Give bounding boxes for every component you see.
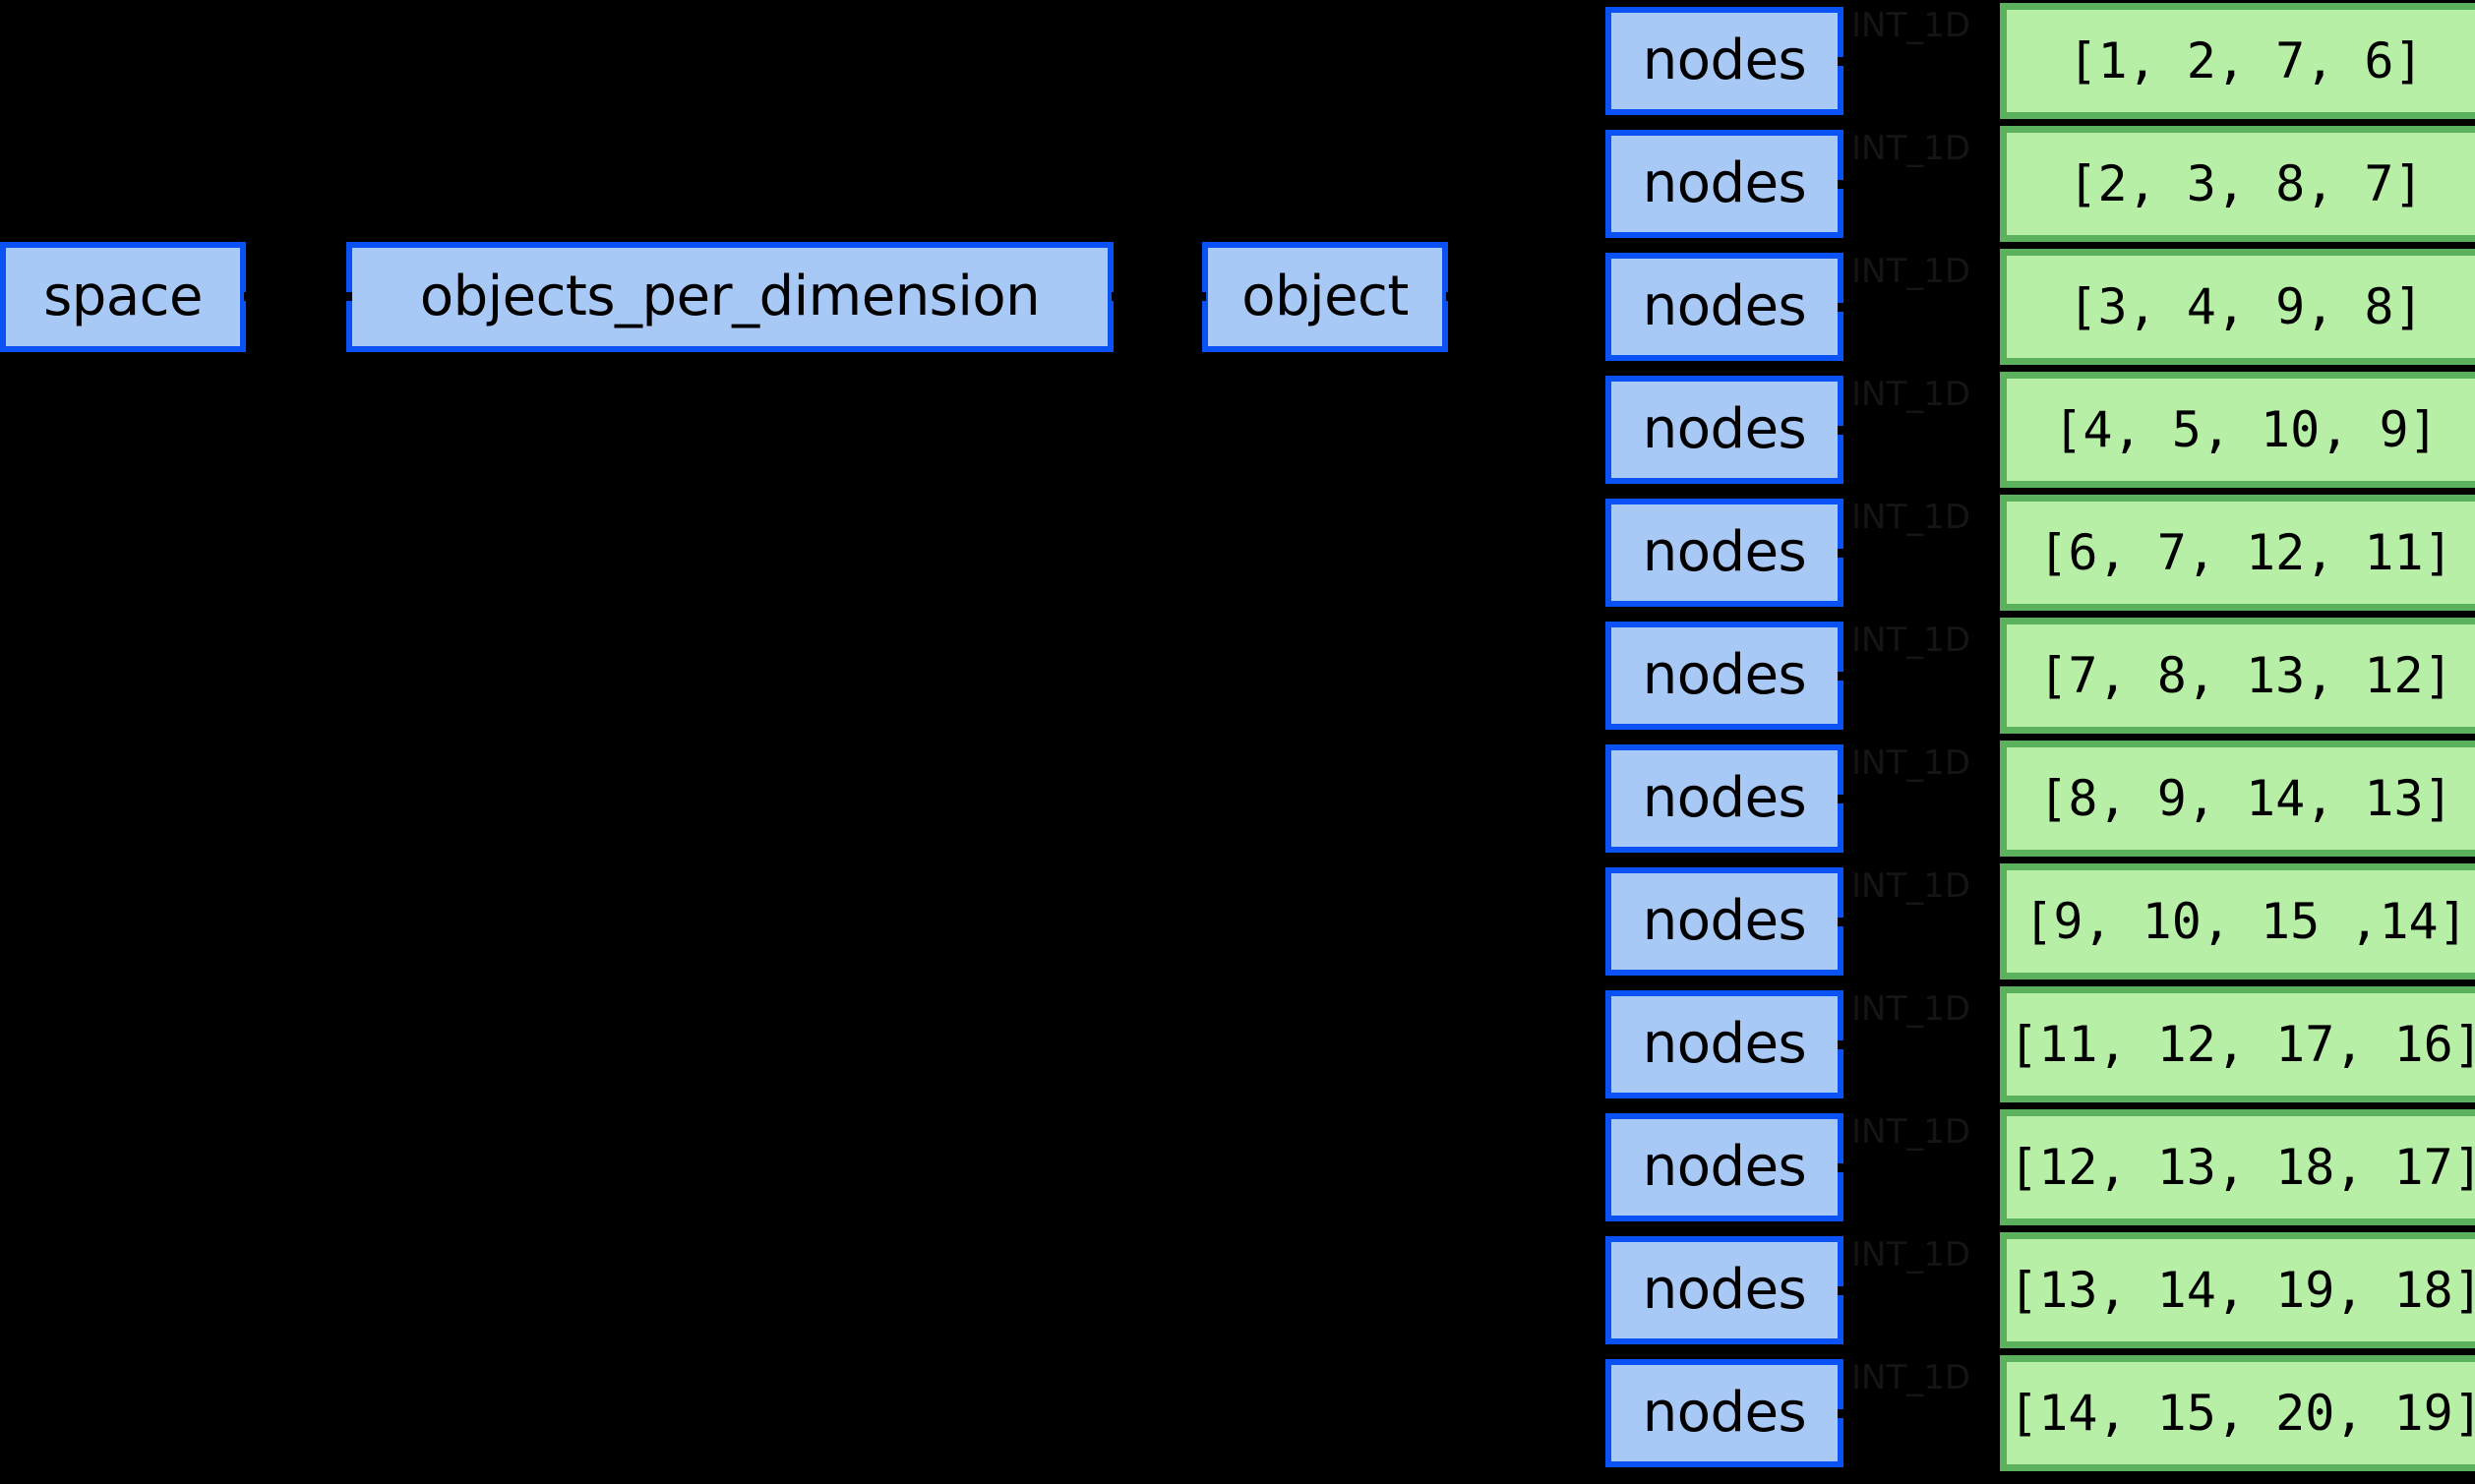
node-nodes[interactable]: nodes xyxy=(1605,130,1843,238)
edge-stub-nodes-right xyxy=(1838,1040,1851,1049)
edge-stub-nodes-left xyxy=(1596,548,1605,558)
edge-stub-nodes-right xyxy=(1838,672,1851,681)
edge-type-label: INT_1D xyxy=(1851,252,1971,291)
node-nodes-label: nodes xyxy=(1642,1258,1807,1322)
node-nodes-label: nodes xyxy=(1642,29,1807,92)
edge-stub-nodes-right xyxy=(1838,303,1851,312)
edge-stub-nodes-left xyxy=(1596,794,1605,803)
value-box[interactable]: [1, 2, 7, 6] xyxy=(2000,3,2475,119)
edge-stub-nodes-left xyxy=(1596,1408,1605,1418)
node-nodes-label: nodes xyxy=(1642,274,1807,338)
edge-type-label: INT_1D xyxy=(1851,375,1971,414)
edge-type-label: INT_1D xyxy=(1851,6,1971,45)
node-nodes-label: nodes xyxy=(1642,520,1807,584)
value-box[interactable]: [13, 14, 19, 18] xyxy=(2000,1232,2475,1348)
value-box-label: [13, 14, 19, 18] xyxy=(2009,1262,2475,1319)
value-box-label: [6, 7, 12, 11] xyxy=(2038,524,2453,581)
edge-stub-nodes-right xyxy=(1838,57,1851,66)
node-nodes[interactable]: nodes xyxy=(1605,376,1843,484)
node-objects-per-dimension[interactable]: objects_per_dimension xyxy=(346,242,1114,352)
node-nodes-label: nodes xyxy=(1642,397,1807,461)
value-box[interactable]: [4, 5, 10, 9] xyxy=(2000,372,2475,488)
value-box-label: [7, 8, 13, 12] xyxy=(2038,647,2453,704)
node-nodes[interactable]: nodes xyxy=(1605,1359,1843,1467)
edge-stub-nodes-left xyxy=(1596,671,1605,681)
node-nodes[interactable]: nodes xyxy=(1605,622,1843,730)
value-box-label: [12, 13, 18, 17] xyxy=(2009,1139,2475,1196)
value-box-label: [8, 9, 14, 13] xyxy=(2038,770,2453,827)
value-box[interactable]: [14, 15, 20, 19] xyxy=(2000,1355,2475,1471)
node-nodes[interactable]: nodes xyxy=(1605,253,1843,361)
edge-type-label: INT_1D xyxy=(1851,1358,1971,1397)
edge-stub-nodes-right xyxy=(1838,1163,1851,1172)
edge-stub-nodes-right xyxy=(1838,795,1851,803)
edge-stub-nodes-left xyxy=(1596,1162,1605,1172)
value-box-label: [9, 10, 15 ,14] xyxy=(2023,893,2468,950)
value-box[interactable]: [9, 10, 15 ,14] xyxy=(2000,863,2475,979)
node-nodes-label: nodes xyxy=(1642,151,1807,215)
node-nodes-label: nodes xyxy=(1642,1135,1807,1199)
edge-type-label: INT_1D xyxy=(1851,989,1971,1029)
node-nodes-label: nodes xyxy=(1642,1012,1807,1076)
edge-stub-nodes-right xyxy=(1838,180,1851,189)
value-box-label: [11, 12, 17, 16] xyxy=(2009,1016,2475,1073)
edge-type-label: INT_1D xyxy=(1851,621,1971,660)
edge-stub-space-right xyxy=(244,292,258,301)
edge-type-label: INT_1D xyxy=(1851,129,1971,168)
node-nodes[interactable]: nodes xyxy=(1605,990,1843,1098)
value-box[interactable]: [12, 13, 18, 17] xyxy=(2000,1109,2475,1225)
node-space[interactable]: space xyxy=(0,242,246,352)
edge-stub-nodes-left xyxy=(1596,302,1605,312)
edge-stub-nodes-right xyxy=(1838,1409,1851,1418)
value-box-label: [1, 2, 7, 6] xyxy=(2068,32,2424,89)
value-box-label: [2, 3, 8, 7] xyxy=(2068,155,2424,212)
node-object[interactable]: object xyxy=(1202,242,1448,352)
value-box-label: [14, 15, 20, 19] xyxy=(2009,1385,2475,1442)
edge-stub-nodes-right xyxy=(1838,918,1851,926)
edge-stub-nodes-right xyxy=(1838,549,1851,558)
edge-stub-nodes-left xyxy=(1596,1039,1605,1049)
edge-stub-nodes-left xyxy=(1596,179,1605,189)
node-nodes-label: nodes xyxy=(1642,889,1807,953)
edge-stub-nodes-left xyxy=(1596,917,1605,926)
edge-stub-nodes-left xyxy=(1596,1285,1605,1295)
edge-type-label: INT_1D xyxy=(1851,1235,1971,1275)
value-box[interactable]: [11, 12, 17, 16] xyxy=(2000,986,2475,1102)
value-box[interactable]: [6, 7, 12, 11] xyxy=(2000,495,2475,611)
edge-stub-nodes-right xyxy=(1838,1286,1851,1295)
value-box-label: [3, 4, 9, 8] xyxy=(2068,278,2424,335)
edge-stub-nodes-left xyxy=(1596,425,1605,435)
edge-stub-nodes-right xyxy=(1838,426,1851,435)
edge-stub-nodes-left xyxy=(1596,56,1605,66)
edge-type-label: INT_1D xyxy=(1851,866,1971,906)
node-nodes-label: nodes xyxy=(1642,766,1807,830)
edge-stub-objects-per-dimension-left xyxy=(338,292,352,301)
value-box-label: [4, 5, 10, 9] xyxy=(2053,401,2439,458)
node-nodes[interactable]: nodes xyxy=(1605,1113,1843,1221)
node-nodes-label: nodes xyxy=(1642,1381,1807,1445)
node-objects-per-dimension-label: objects_per_dimension xyxy=(419,265,1041,328)
node-nodes[interactable]: nodes xyxy=(1605,1236,1843,1344)
edge-stub-objects-per-dimension-right xyxy=(1112,292,1125,301)
edge-type-label: INT_1D xyxy=(1851,743,1971,783)
edge-stub-object-left xyxy=(1192,292,1206,301)
node-space-label: space xyxy=(43,265,203,328)
edge-stub-object-right xyxy=(1446,292,1460,301)
node-nodes[interactable]: nodes xyxy=(1605,499,1843,607)
value-box[interactable]: [7, 8, 13, 12] xyxy=(2000,618,2475,734)
node-nodes[interactable]: nodes xyxy=(1605,7,1843,115)
edge-type-label: INT_1D xyxy=(1851,1112,1971,1152)
node-nodes[interactable]: nodes xyxy=(1605,744,1843,853)
node-nodes[interactable]: nodes xyxy=(1605,867,1843,976)
value-box[interactable]: [2, 3, 8, 7] xyxy=(2000,126,2475,242)
value-box[interactable]: [8, 9, 14, 13] xyxy=(2000,741,2475,857)
value-box[interactable]: [3, 4, 9, 8] xyxy=(2000,249,2475,365)
node-nodes-label: nodes xyxy=(1642,643,1807,707)
node-object-label: object xyxy=(1241,265,1409,328)
edge-type-label: INT_1D xyxy=(1851,498,1971,537)
